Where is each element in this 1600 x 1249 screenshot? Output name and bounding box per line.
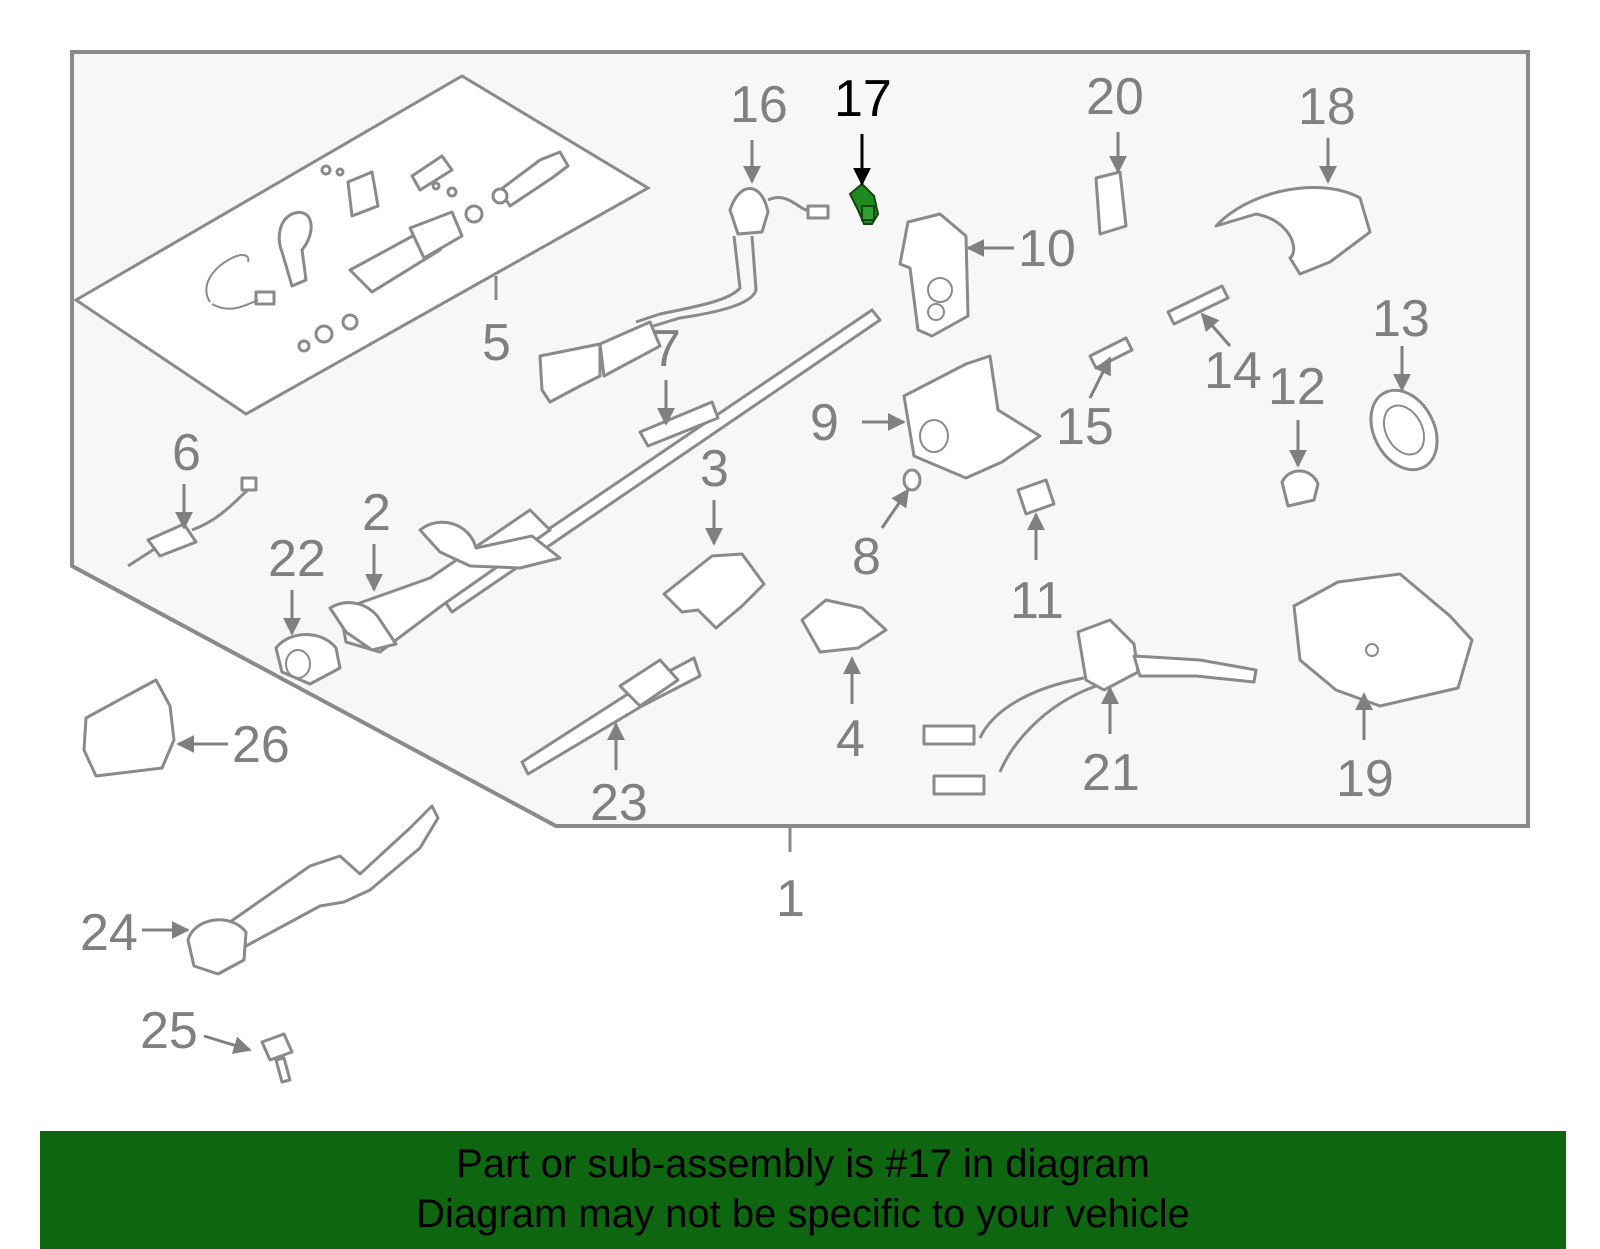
callout-21: 21	[1082, 744, 1140, 802]
part-22-sleeve	[274, 633, 342, 686]
callout-labels: 16 17 20 18 10 5 13 14 12 15 9 8 11 7 6 …	[80, 68, 1430, 1060]
callout-7: 7	[652, 320, 681, 378]
callout-6: 6	[172, 424, 201, 482]
part-25-bolt	[260, 1032, 294, 1084]
callout-14: 14	[1204, 342, 1262, 400]
part-26-bracket	[82, 678, 176, 778]
callout-15: 15	[1056, 398, 1114, 456]
banner-line-1: Part or sub-assembly is #17 in diagram	[456, 1142, 1150, 1186]
part-8-ring	[902, 468, 922, 492]
subkit-box	[73, 74, 651, 416]
part-11-spring	[1016, 478, 1056, 516]
callout-17: 17	[834, 70, 892, 128]
info-banner: Part or sub-assembly is #17 in diagram D…	[40, 1131, 1566, 1249]
part-4-cover	[800, 598, 888, 654]
callout-1: 1	[776, 870, 805, 928]
callout-24: 24	[80, 904, 138, 962]
part-12-cap	[1280, 469, 1320, 508]
part-13-bearing	[1369, 388, 1439, 472]
part-2-jacket	[328, 508, 562, 654]
callout-22: 22	[268, 530, 326, 588]
part-7-shaft	[442, 308, 882, 614]
part-18-upper-shroud	[1214, 186, 1372, 276]
part-21-switch	[922, 618, 1258, 796]
callout-12: 12	[1268, 358, 1326, 416]
callout-9: 9	[810, 394, 839, 452]
callout-26: 26	[232, 716, 290, 774]
leader-lines	[142, 132, 1411, 1054]
callout-18: 18	[1298, 78, 1356, 136]
assembly-frame	[70, 50, 1530, 828]
part-10-housing	[898, 212, 970, 338]
callout-20: 20	[1086, 68, 1144, 126]
part-9-housing	[902, 354, 1042, 480]
part-23-rod	[520, 656, 702, 776]
callout-23: 23	[590, 774, 648, 832]
part-14-pin	[1166, 284, 1230, 326]
callout-25: 25	[140, 1002, 198, 1060]
subkit-parts	[205, 150, 570, 353]
callout-2: 2	[362, 484, 391, 542]
callout-11: 11	[1010, 572, 1064, 630]
part-24-intermediate-shaft	[186, 804, 440, 976]
callout-13: 13	[1372, 290, 1430, 348]
part-3-cover	[662, 552, 766, 630]
callout-3: 3	[700, 440, 729, 498]
part-16-harness	[538, 187, 830, 404]
callout-4: 4	[836, 710, 865, 768]
part-17-highlighted	[848, 182, 880, 225]
callout-8: 8	[852, 528, 881, 586]
banner-line-2: Diagram may not be specific to your vehi…	[416, 1192, 1190, 1236]
callout-16: 16	[730, 76, 788, 134]
part-6-switch	[127, 476, 258, 568]
callout-19: 19	[1336, 750, 1394, 808]
callout-5: 5	[482, 314, 511, 372]
part-19-lower-shroud	[1292, 572, 1474, 708]
part-20-cover	[1094, 170, 1128, 236]
callout-10: 10	[1018, 220, 1076, 278]
